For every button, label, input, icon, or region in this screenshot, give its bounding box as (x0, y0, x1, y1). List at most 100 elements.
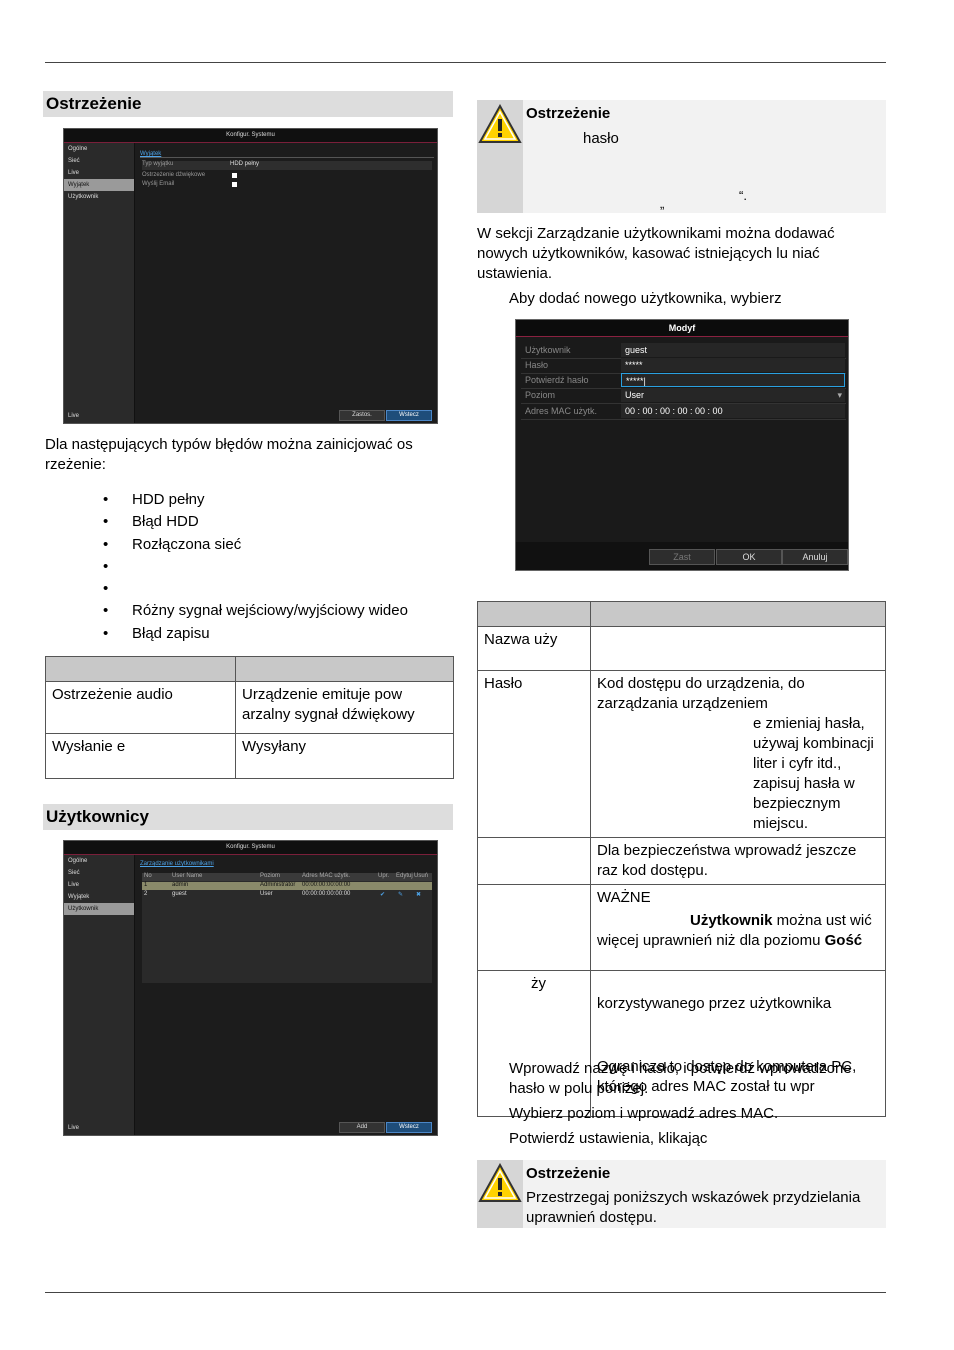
back-button[interactable]: Wstecz (386, 410, 432, 421)
field-label: Potwierdź hasło (525, 375, 589, 385)
step-3: Potwierdź ustawienia, klikając (509, 1130, 708, 1147)
user-fields-table: Nazwa uży Hasło Kod dostępu do urządzeni… (477, 601, 886, 1117)
apply-button[interactable]: Zastos. (339, 410, 385, 421)
dvr-row: Typ wyjątku HDD pełny (142, 161, 432, 170)
dvr-menu-item-selected[interactable]: Użytkownik (64, 903, 134, 915)
dvr-bottom-left: Live (68, 413, 80, 419)
cell: 00:00:00:00:00:00 (302, 882, 351, 888)
table-cell: Kod dostępu do urządzenia, do zarządzani… (590, 670, 886, 838)
error-type-list: HDD pełny Błąd HDD Rozłączona sieć Różny… (103, 489, 408, 645)
dvr-row-value[interactable]: HDD pełny (230, 161, 260, 167)
dvr-menu-item[interactable]: Sieć (68, 870, 80, 876)
dvr-title: Konfigur. Systemu (64, 129, 437, 143)
dvr-menu-item[interactable]: Użytkownik (68, 194, 99, 200)
cell-text: korzystywanego przez użytkownika (597, 995, 832, 1012)
list-item (103, 556, 408, 578)
edit-icon[interactable]: ✎ (398, 892, 404, 898)
table-cell: ży (477, 970, 591, 1117)
checkbox[interactable] (232, 182, 237, 187)
dvr-menu-item[interactable]: Ogólne (68, 146, 88, 152)
dvr-sidebar: Ogólne Sieć Live Wyjątek Użytkownik (64, 855, 135, 1135)
mac-input[interactable]: 00 : 00 : 00 : 00 : 00 : 00 (621, 404, 845, 418)
col-header: Poziom (260, 873, 281, 879)
checkbox[interactable] (232, 173, 237, 178)
dvr-menu-item[interactable]: Wyjątek (68, 894, 90, 900)
cell-text: Ogranicza to dostęp do komputera PC, któ… (597, 1058, 857, 1095)
step-1: Wprowadź nazwę i hasło, i potwierdź wpro… (509, 1060, 852, 1097)
cell: User (260, 891, 273, 897)
field-label: Hasło (525, 360, 549, 370)
cell-text-inline: można ust wić więcej uprawnień niż dla p… (597, 912, 872, 949)
chevron-down-icon: ▾ (837, 390, 842, 400)
cell-text: Kod dostępu do urządzenia, do zarządzani… (597, 675, 805, 712)
dvr-bottom-left: Live (68, 1125, 80, 1131)
cell: admin (172, 882, 189, 888)
cell: 1 (144, 882, 148, 888)
cell-text: WAŻNE (597, 889, 651, 906)
dvr-menu-item-selected[interactable]: Wyjątek (64, 179, 134, 191)
cell-text: Użytkownik można ust wić więcej uprawnie… (597, 911, 879, 951)
level-user: Użytkownik (690, 912, 773, 929)
dvr-row: Wyślij Email (142, 181, 432, 190)
list-item: Błąd HDD (103, 511, 408, 533)
table-cell: Dla bezpieczeństwa wprowadź jeszcze raz … (590, 837, 886, 885)
dvr-menu-item[interactable]: Live (68, 170, 80, 176)
cell: Administrator (260, 882, 296, 888)
table-cell: WAŻNE Użytkownik można ust wić więcej up… (590, 884, 886, 971)
dvr-menu-item[interactable]: Live (68, 882, 80, 888)
field-label: Adres MAC użytk. (525, 406, 598, 416)
ok-button[interactable]: OK (716, 549, 782, 565)
table-row[interactable]: 2 guest User 00:00:00:00:00:00 ✔ ✎ ✖ (142, 891, 432, 899)
list-item (103, 578, 408, 600)
col-header: No (144, 873, 152, 879)
dialog-title: Modyf (516, 320, 848, 337)
warning-icon-column (477, 100, 523, 213)
dvr-row-label: Ostrzeżenie dźwiękowe (142, 172, 206, 178)
delete-icon[interactable]: ✖ (416, 892, 422, 898)
table-cell: Hasło (477, 670, 591, 838)
dvr-heading: Zarządzanie użytkownikami (140, 861, 214, 867)
col-header: Upr. (378, 873, 390, 879)
table-header (477, 601, 591, 627)
modify-user-dialog: Modyf Użytkownik guest Hasło ***** Potwi… (515, 319, 849, 571)
dvr-row-label: Typ wyjątku (142, 161, 174, 167)
username-input[interactable]: guest (621, 343, 845, 357)
table-cell: Ostrzeżenie audio (45, 681, 236, 734)
user-table-header: No User Name Poziom Adres MAC użytk. Upr… (142, 873, 432, 881)
permission-icon[interactable]: ✔ (380, 892, 386, 898)
field-label: Użytkownik (525, 345, 571, 355)
table-cell: Nazwa uży (477, 626, 591, 671)
bottom-rule (45, 1292, 886, 1293)
warning-quote-close: “. (739, 188, 747, 203)
dvr-menu-item[interactable]: Sieć (68, 158, 80, 164)
dvr-title: Konfigur. Systemu (64, 841, 437, 855)
cell: 00:00:00:00:00:00 (302, 891, 351, 897)
dvr-row: Ostrzeżenie dźwiękowe (142, 172, 432, 181)
dvr-exception-screen: Konfigur. Systemu Ogólne Sieć Live Wyjąt… (63, 128, 438, 424)
list-item: Rozłączona sieć (103, 534, 408, 556)
apply-button[interactable]: Zast (649, 549, 715, 565)
table-cell: korzystywanego przez użytkownika Ogranic… (590, 970, 886, 1117)
col-header: User Name (172, 873, 203, 879)
table-cell: Urządzenie emituje pow arzalny sygnał dź… (235, 681, 454, 734)
password-input[interactable]: ***** (621, 358, 845, 372)
table-header (235, 656, 454, 682)
field-password: Hasło ***** (521, 358, 846, 374)
cancel-button[interactable]: Anuluj (782, 549, 848, 565)
confirm-password-input[interactable]: *****| (621, 373, 845, 387)
table-cell: Wysłanie e (45, 733, 236, 779)
field-confirm-password: Potwierdź hasło *****| (521, 373, 846, 389)
level-select[interactable]: User (621, 388, 845, 402)
dvr-users-screen: Konfigur. Systemu Ogólne Sieć Live Wyjąt… (63, 840, 438, 1136)
warning-box-permissions: Ostrzeżenie Przestrzegaj poniższych wska… (477, 1160, 886, 1228)
dvr-menu-item[interactable]: Ogólne (68, 858, 88, 864)
warning-text: hasło (583, 130, 619, 147)
warning-icon-column (477, 1160, 523, 1228)
add-user-button[interactable]: Add (339, 1122, 385, 1133)
table-cell (477, 884, 591, 971)
table-row[interactable]: 1 admin Administrator 00:00:00:00:00:00 (142, 882, 432, 890)
cell-text: e zmieniaj hasła, używaj kombinacji lite… (753, 715, 874, 832)
dvr-sidebar: Ogólne Sieć Live Wyjątek Użytkownik (64, 143, 135, 423)
list-item: Różny sygnał wejściowy/wyjściowy wideo (103, 600, 408, 622)
back-button[interactable]: Wstecz (386, 1122, 432, 1133)
